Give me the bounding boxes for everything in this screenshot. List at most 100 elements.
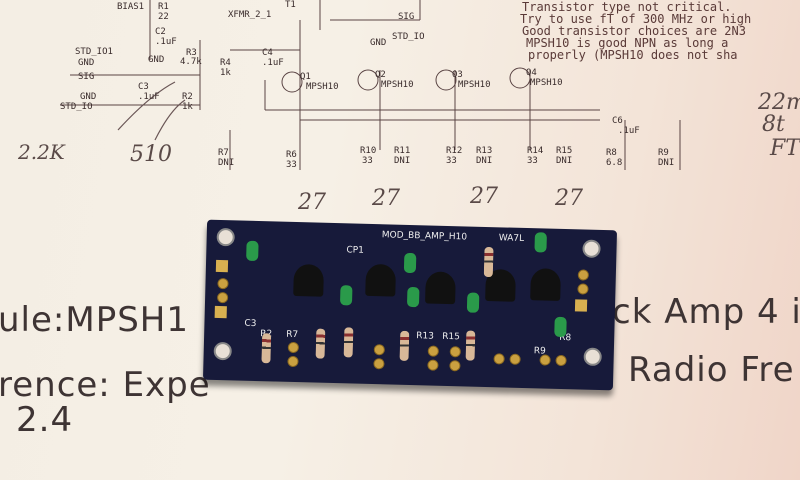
title-reference: rence: Expe: [0, 365, 211, 405]
pad: [287, 341, 299, 354]
note-line: MPSH10 is good NPN as long a: [526, 36, 729, 50]
resistor-val: 33: [527, 156, 538, 166]
resistor-val: DNI: [394, 156, 411, 166]
connector-pad: [214, 305, 227, 319]
pad: [216, 291, 229, 304]
pcb-label: CP1: [346, 245, 364, 256]
label: STD_IO1: [75, 47, 113, 57]
mounting-hole: [213, 341, 232, 361]
transistor-part: MPSH10: [381, 80, 414, 90]
pcb-title: MOD_BB_AMP_H10: [381, 230, 468, 243]
label: GND: [370, 38, 387, 48]
label: SIG: [78, 72, 95, 82]
transistor-ref: Q1: [300, 72, 311, 82]
pad: [427, 359, 439, 371]
note-line: Good transistor choices are 2N3: [522, 24, 746, 38]
transistor-part: MPSH10: [530, 78, 563, 88]
label: GND: [78, 58, 95, 68]
transistor: [293, 263, 325, 297]
resistor-val: 6.8: [606, 158, 623, 168]
resistor: [465, 330, 476, 361]
pcb-callsign: WA7L: [498, 233, 525, 244]
pad: [577, 283, 589, 295]
handwritten-value: 8t: [762, 112, 785, 137]
label: R3: [186, 48, 197, 58]
label: .1uF: [155, 37, 177, 47]
resistor-ref: R10: [360, 146, 377, 156]
connector-pad: [215, 259, 229, 273]
transistor-ref: Q2: [375, 70, 386, 80]
label: C6: [612, 116, 623, 126]
pcb-label: C3: [244, 318, 257, 329]
transistor-part: MPSH10: [306, 82, 339, 92]
label: .1uF: [618, 126, 640, 136]
title-amp: ck Amp 4 in: [612, 292, 800, 332]
capacitor: [466, 292, 480, 313]
handwritten-value: 22m: [758, 90, 800, 115]
resistor-ref: R13: [476, 146, 493, 156]
pad: [373, 358, 385, 370]
resistor: [315, 328, 326, 359]
pad: [577, 269, 589, 281]
pad: [539, 354, 551, 366]
handwritten-value: FT: [770, 136, 800, 161]
resistor: [261, 333, 272, 364]
mounting-hole: [216, 227, 235, 247]
handwritten-value: 27: [555, 186, 583, 211]
resistor-val: DNI: [476, 156, 493, 166]
capacitor: [406, 286, 420, 308]
mounting-hole: [583, 347, 602, 367]
note-line: Try to use fT of 300 MHz or high: [520, 12, 752, 26]
label: 1k: [220, 68, 231, 78]
resistor-val: 33: [286, 160, 297, 170]
transistor-part: MPSH10: [458, 80, 491, 90]
resistor-ref: R15: [556, 146, 573, 156]
label: STD_IO: [392, 32, 425, 42]
label: C4: [262, 48, 273, 58]
resistor-val: 33: [446, 156, 457, 166]
pad: [449, 346, 461, 358]
handwritten-value: 27: [470, 184, 498, 209]
pad: [217, 277, 229, 290]
resistor: [399, 330, 410, 361]
title-reference-tail: Radio Fre: [628, 350, 795, 390]
label: 1k: [182, 102, 193, 112]
handwritten-value: 2.2K: [18, 140, 65, 164]
capacitor: [246, 240, 259, 262]
capacitor: [339, 285, 353, 306]
pcb-label: R7: [286, 329, 299, 341]
resistor-val: DNI: [218, 158, 235, 168]
label: SIG: [398, 12, 415, 22]
pad: [509, 353, 521, 365]
label: T1: [285, 0, 296, 10]
resistor-val: 33: [362, 156, 373, 166]
resistor-val: DNI: [658, 158, 675, 168]
transistor: [365, 263, 397, 297]
pad: [555, 354, 567, 367]
handwritten-value: 27: [298, 190, 326, 215]
resistor: [343, 327, 354, 358]
handwritten-value: 510: [130, 142, 172, 167]
resistor-val: DNI: [556, 156, 573, 166]
capacitor: [554, 316, 567, 338]
note-line: properly (MPSH10 does not sha: [528, 48, 738, 62]
resistor-ref: R11: [394, 146, 411, 156]
mounting-hole: [582, 239, 601, 258]
handwritten-value: 27: [372, 186, 400, 211]
pad: [449, 360, 461, 372]
transistor-ref: Q4: [526, 68, 537, 78]
connector-pad: [574, 299, 588, 312]
resistor-ref: R6: [286, 150, 297, 160]
pad: [373, 344, 385, 356]
label: .1uF: [138, 92, 160, 102]
resistor: [483, 246, 494, 278]
pcb-label: R15: [442, 331, 461, 343]
title-revision: 2.4: [16, 400, 74, 440]
label: STD_IO: [60, 102, 93, 112]
label: GND: [80, 92, 97, 102]
label: R2: [182, 92, 193, 102]
pad: [287, 355, 299, 368]
resistor-ref: R8: [606, 148, 617, 158]
resistor-ref: R14: [527, 146, 544, 156]
